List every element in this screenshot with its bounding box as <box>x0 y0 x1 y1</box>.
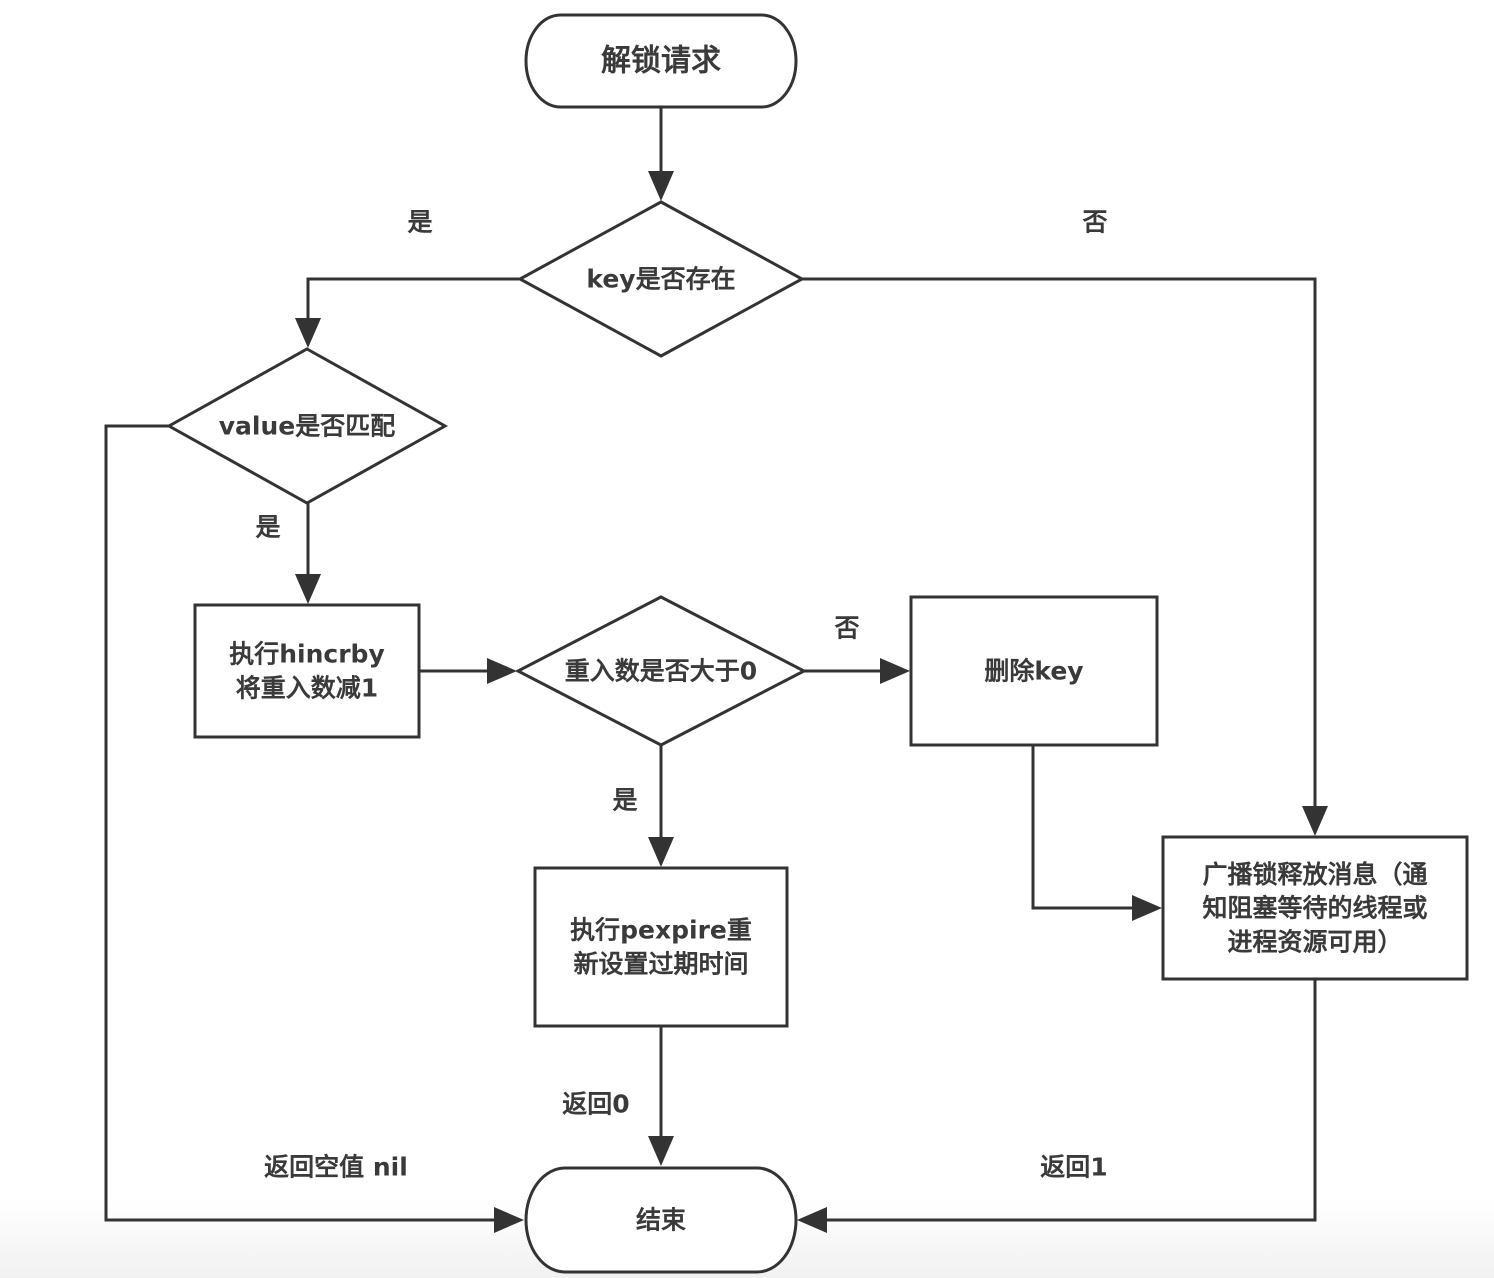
edge-delete-key-to-broadcast <box>1031 746 1162 921</box>
edges-layer <box>104 107 1328 1233</box>
process-shape <box>1161 835 1469 981</box>
node-end: 结束 <box>524 1166 798 1274</box>
edge-label: 否 <box>833 614 859 643</box>
node-label: 删除key <box>984 657 1083 686</box>
node-label: 新设置过期时间 <box>573 949 748 978</box>
edge-label: 是 <box>612 786 637 815</box>
edge-pexpire-to-end <box>648 1026 674 1166</box>
connector-line <box>802 277 1317 808</box>
arrowhead <box>295 318 321 348</box>
node-label: 进程资源可用） <box>1227 927 1402 956</box>
node-label: 广播锁释放消息（通 <box>1202 860 1427 889</box>
decision-shape <box>514 595 808 747</box>
arrowhead <box>1302 806 1328 836</box>
node-value-match: value是否匹配 <box>165 347 449 505</box>
edge-key-exists-to-broadcast <box>802 277 1328 836</box>
decision-shape <box>516 200 806 358</box>
edge-label: 是 <box>255 513 280 542</box>
node-hincrby: 执行hincrby 将重入数减1 <box>193 603 421 739</box>
edge-hincrby-to-reentry-gt0 <box>419 658 517 684</box>
edge-key-exists-to-value-match <box>295 277 520 348</box>
node-reentry-gt0: 重入数是否大于0 <box>514 595 808 747</box>
connector-line <box>1031 746 1134 910</box>
node-label: 重入数是否大于0 <box>565 657 757 686</box>
edge-value-match-to-end <box>104 424 524 1233</box>
terminal-shape <box>524 13 798 109</box>
connector-line <box>306 277 520 320</box>
arrowhead <box>1132 895 1162 921</box>
node-start: 解锁请求 <box>524 13 798 109</box>
node-label: 执行hincrby <box>229 640 385 669</box>
process-shape <box>533 866 789 1028</box>
edge-labels-layer: 是否是返回空值 nil否是返回0返回1 <box>255 208 1107 1182</box>
edge-label: 返回空值 nil <box>264 1153 408 1182</box>
arrowhead <box>648 837 674 867</box>
edge-reentry-gt0-to-pexpire <box>648 745 674 867</box>
arrowhead <box>494 1207 524 1233</box>
edge-label: 返回1 <box>1040 1153 1107 1182</box>
node-label: 解锁请求 <box>601 44 721 79</box>
edge-label: 否 <box>1081 208 1107 237</box>
connector-line <box>104 424 496 1222</box>
node-key-exists: key是否存在 <box>516 200 806 358</box>
connector-line <box>825 980 1317 1222</box>
process-shape <box>193 603 421 739</box>
node-label: 结束 <box>636 1206 687 1235</box>
decision-shape <box>165 347 449 505</box>
edge-label: 是 <box>407 208 432 237</box>
node-delete-key: 删除key <box>909 595 1159 747</box>
arrowhead <box>880 658 910 684</box>
node-label: value是否匹配 <box>219 412 396 441</box>
node-label: key是否存在 <box>586 265 735 294</box>
process-shape <box>909 595 1159 747</box>
edge-start-to-key-exists <box>648 107 674 201</box>
node-label: 将重入数减1 <box>236 673 378 702</box>
node-label: 知阻塞等待的线程或 <box>1202 894 1427 923</box>
arrowhead <box>648 171 674 201</box>
edge-label: 返回0 <box>562 1090 629 1119</box>
edge-value-match-to-hincrby <box>295 503 321 604</box>
terminal-shape <box>524 1166 798 1274</box>
arrowhead <box>487 658 517 684</box>
arrowhead <box>648 1136 674 1166</box>
edge-broadcast-to-end <box>797 980 1317 1233</box>
arrowhead <box>295 574 321 604</box>
edge-reentry-gt0-to-delete-key <box>804 658 910 684</box>
node-label: 执行pexpire重 <box>570 916 752 945</box>
arrowhead <box>797 1207 827 1233</box>
